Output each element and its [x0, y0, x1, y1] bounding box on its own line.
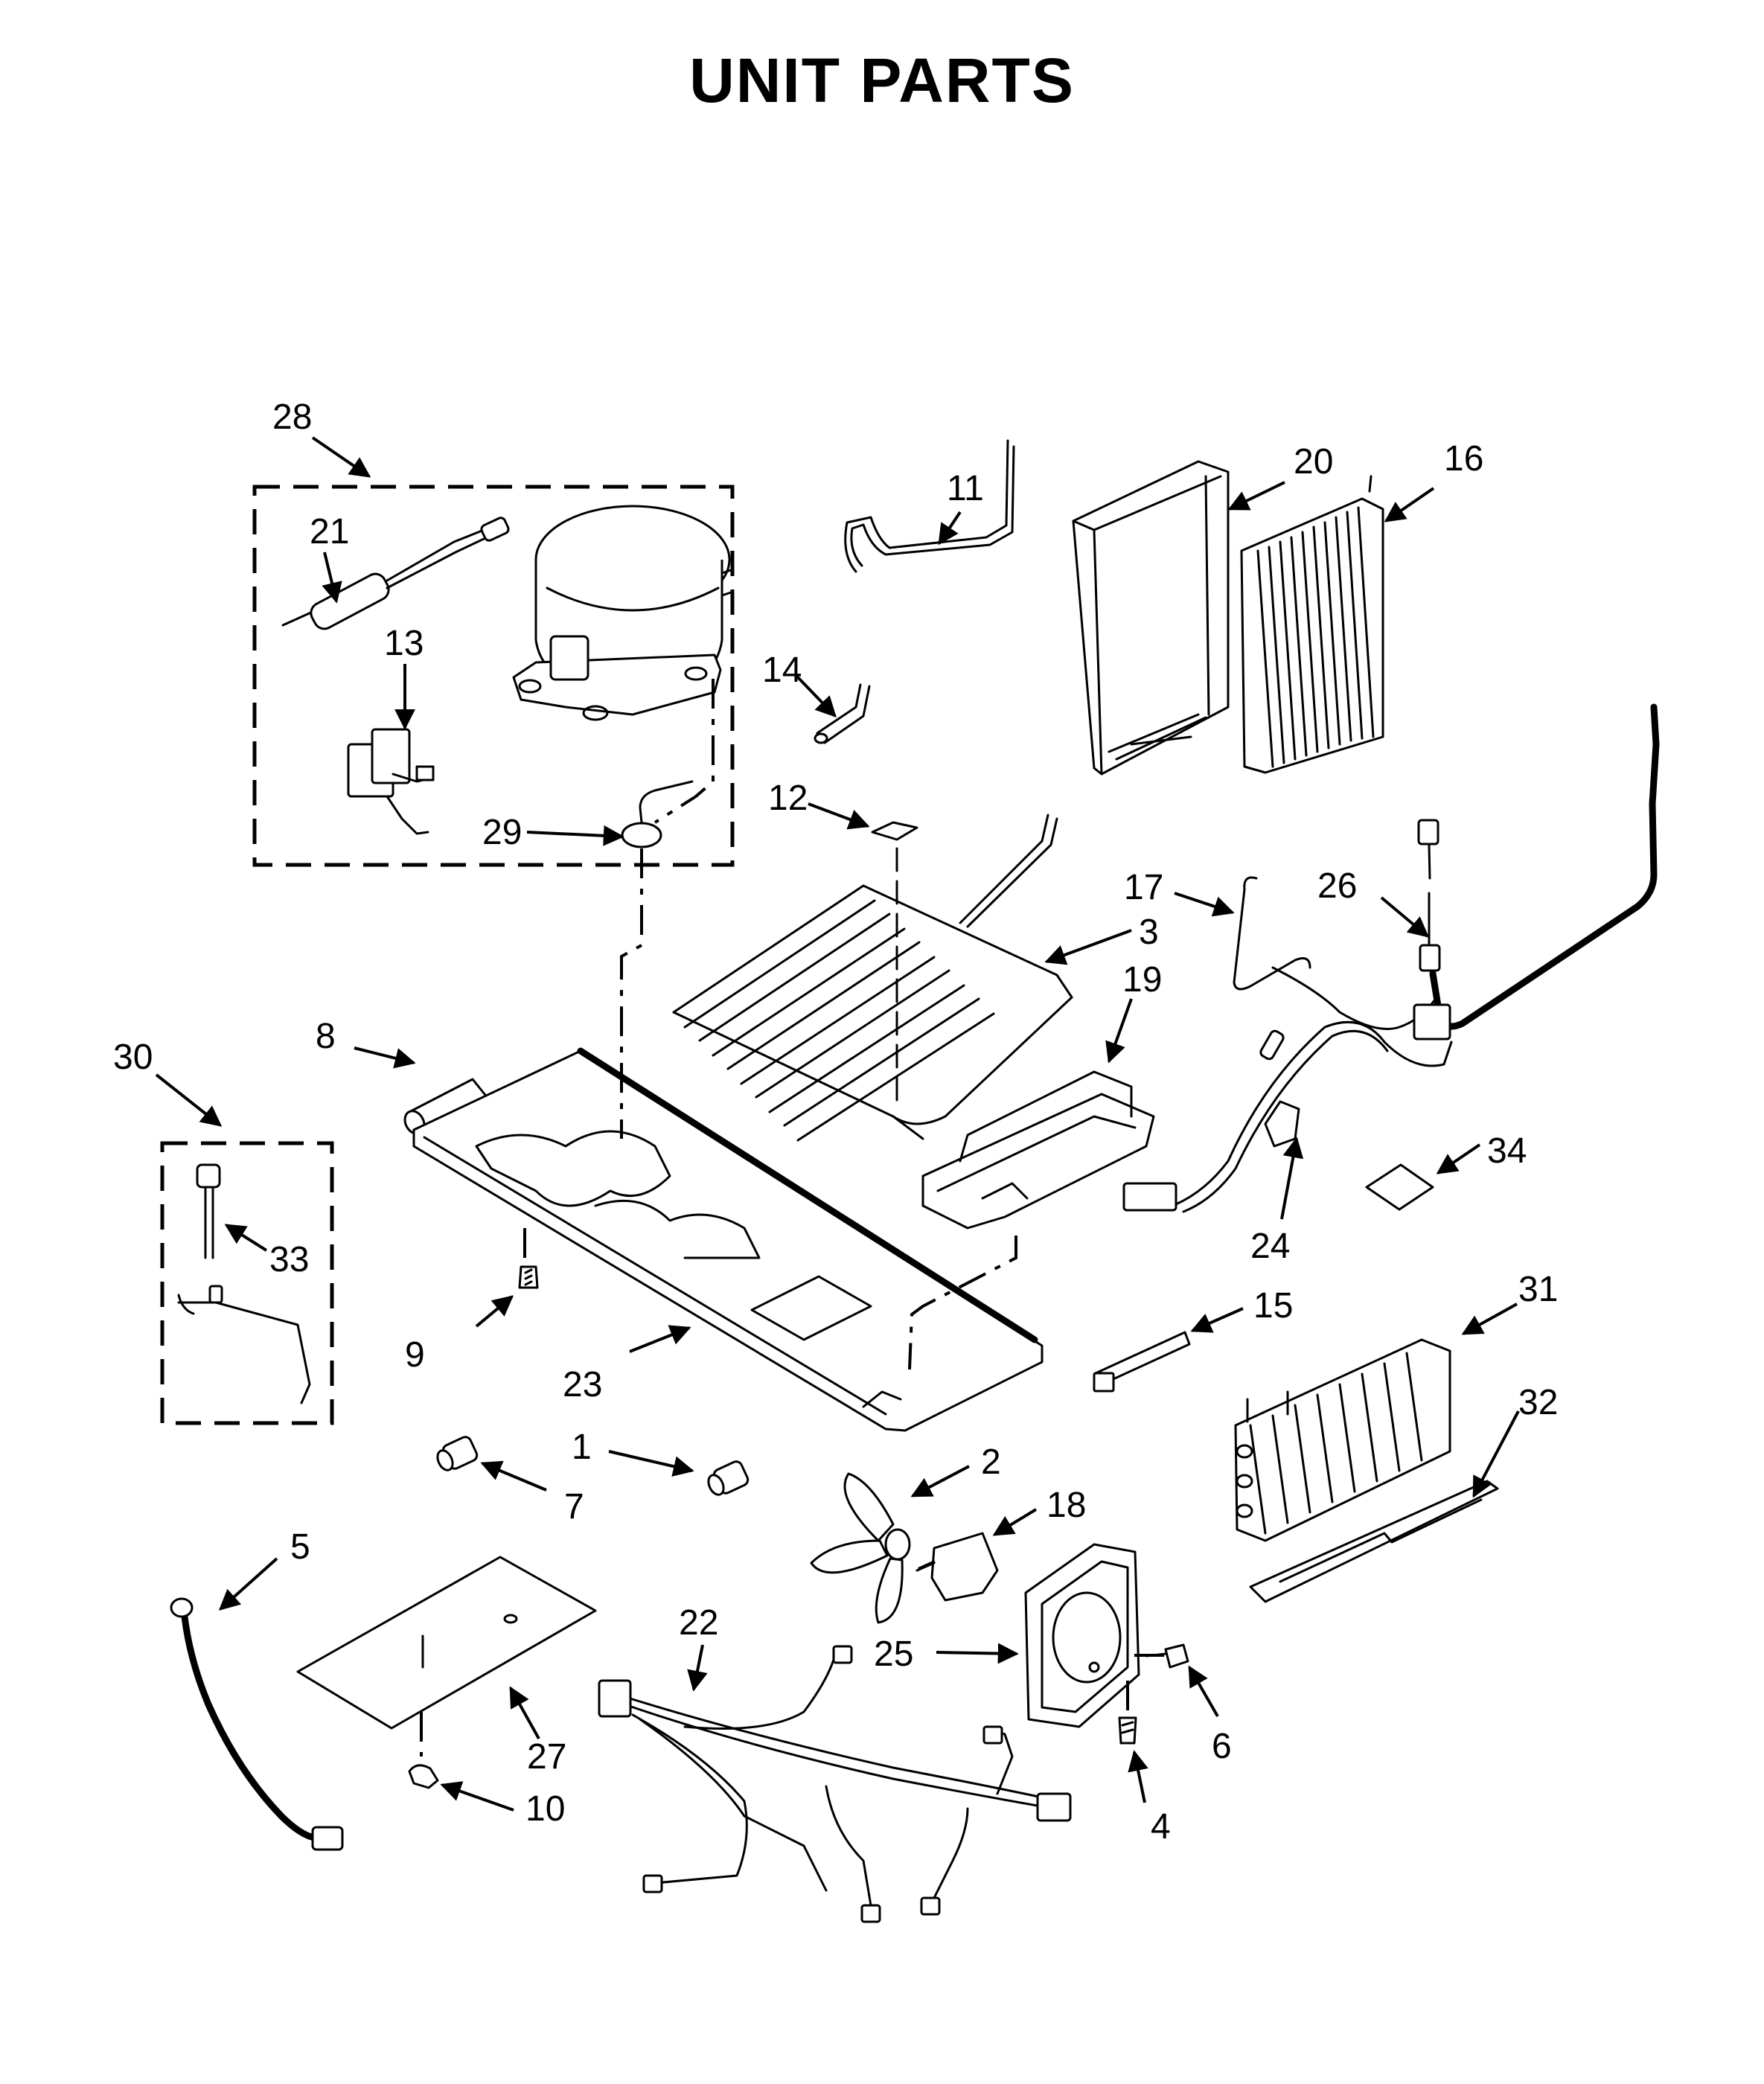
- part-27[interactable]: [296, 1556, 597, 1730]
- compressor[interactable]: [512, 505, 735, 721]
- callout-30: 30: [113, 1038, 153, 1077]
- part-21[interactable]: [281, 517, 510, 633]
- part-12[interactable]: [871, 821, 918, 841]
- part-29[interactable]: [621, 780, 694, 848]
- part-15[interactable]: [1093, 1331, 1191, 1393]
- callout-4: 4: [1151, 1807, 1171, 1847]
- callout-8: 8: [316, 1017, 336, 1056]
- callout-32: 32: [1518, 1383, 1558, 1422]
- part-4[interactable]: [1118, 1716, 1137, 1745]
- callout-33: 33: [269, 1240, 309, 1279]
- compressor-kit-group-box: [252, 485, 735, 867]
- part-25[interactable]: [1024, 1543, 1140, 1728]
- part-20[interactable]: [1072, 460, 1230, 776]
- callout-27: 27: [527, 1737, 566, 1777]
- callout-9: 9: [405, 1335, 425, 1375]
- callout-29: 29: [482, 813, 522, 852]
- part-1[interactable]: [706, 1460, 750, 1497]
- part-33[interactable]: [177, 1163, 311, 1404]
- callout-34: 34: [1487, 1131, 1527, 1171]
- callout-31: 31: [1518, 1270, 1558, 1309]
- part-24[interactable]: [1122, 966, 1453, 1213]
- callout-6: 6: [1212, 1727, 1232, 1766]
- part-9[interactable]: [518, 1265, 539, 1289]
- part-3[interactable]: [672, 814, 1073, 1142]
- callout-21: 21: [310, 512, 349, 552]
- callout-24: 24: [1250, 1227, 1290, 1266]
- callout-18: 18: [1046, 1486, 1086, 1525]
- callout-15: 15: [1253, 1286, 1293, 1326]
- part-14[interactable]: [814, 683, 871, 744]
- part-19[interactable]: [921, 1070, 1155, 1230]
- part-31[interactable]: [1234, 1338, 1451, 1542]
- part-7[interactable]: [435, 1435, 479, 1472]
- callout-3: 3: [1139, 912, 1159, 952]
- part-2[interactable]: [810, 1472, 911, 1624]
- part-11[interactable]: [844, 439, 1015, 573]
- callout-26: 26: [1317, 866, 1357, 906]
- part-17[interactable]: [1233, 876, 1311, 991]
- callout-19: 19: [1122, 960, 1162, 1000]
- part-5[interactable]: [170, 1597, 344, 1851]
- part-32[interactable]: [1249, 1480, 1499, 1603]
- callout-17: 17: [1124, 868, 1163, 907]
- callout-numbers: 28 21 13 29 11 20 16 14 12 17 26 3 19 8 …: [113, 397, 1558, 1847]
- callout-1: 1: [572, 1428, 592, 1467]
- callout-arrows: [155, 436, 1520, 1812]
- callout-5: 5: [290, 1527, 310, 1567]
- part-34[interactable]: [1365, 1163, 1434, 1211]
- part-23[interactable]: [412, 1047, 1044, 1432]
- callout-13: 13: [384, 624, 424, 663]
- dispenser-kit-group-box: [160, 1141, 334, 1425]
- callout-28: 28: [272, 397, 312, 437]
- callout-23: 23: [563, 1365, 602, 1404]
- callout-14: 14: [762, 651, 802, 690]
- part-13[interactable]: [347, 728, 435, 835]
- callout-25: 25: [874, 1634, 913, 1674]
- part-22[interactable]: [598, 1645, 1072, 1923]
- part-26[interactable]: [1417, 703, 1660, 1030]
- assembly-lead-lines: [420, 679, 1164, 1757]
- callout-2: 2: [981, 1442, 1001, 1482]
- part-10[interactable]: [408, 1764, 439, 1789]
- part-18[interactable]: [915, 1532, 999, 1602]
- callout-16: 16: [1444, 439, 1483, 479]
- callout-20: 20: [1294, 442, 1333, 482]
- callout-7: 7: [564, 1487, 584, 1527]
- callout-22: 22: [679, 1603, 718, 1643]
- callout-12: 12: [768, 779, 808, 818]
- part-16[interactable]: [1240, 475, 1384, 774]
- callout-11: 11: [947, 469, 984, 508]
- callout-10: 10: [525, 1789, 565, 1829]
- page-title: UNIT PARTS: [689, 45, 1075, 115]
